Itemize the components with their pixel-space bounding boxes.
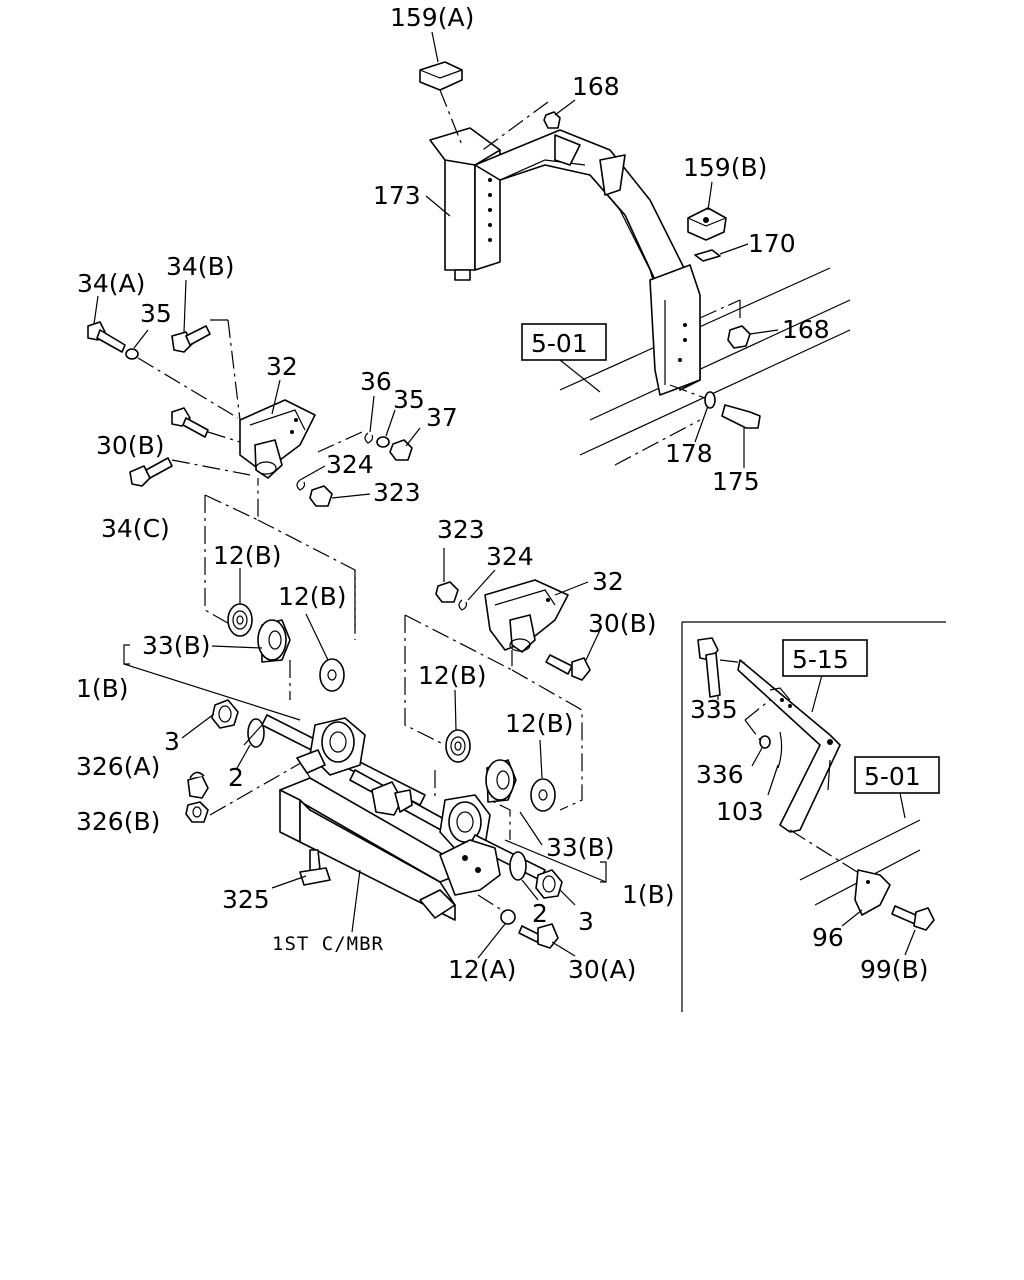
label-33b-1: 33(B) xyxy=(142,631,210,660)
inset-panel xyxy=(681,621,946,1012)
cap-nut-326a-icon xyxy=(187,771,209,799)
label-336: 336 xyxy=(696,760,744,789)
nut-3a-icon xyxy=(211,699,239,729)
insulator-159a-icon xyxy=(419,61,463,146)
label-99b: 99(B) xyxy=(860,955,928,984)
label-30b-upper: 30(B) xyxy=(96,431,164,460)
label-326a: 326(A) xyxy=(76,752,160,781)
label-178: 178 xyxy=(665,439,713,468)
label-35-right: 35 xyxy=(393,385,425,414)
bracket-32b xyxy=(484,579,569,653)
label-1b-left: 1(B) xyxy=(76,674,129,703)
bolt-34b-icon xyxy=(171,319,241,421)
label-12b-3: 12(B) xyxy=(418,661,486,690)
rubber-33b-2-icon xyxy=(485,759,517,803)
label-12b-4: 12(B) xyxy=(505,709,573,738)
bracket-32a xyxy=(239,399,316,479)
label-30b-lower: 30(B) xyxy=(588,609,656,638)
plate-170-icon xyxy=(694,249,721,262)
label-159b: 159(B) xyxy=(683,153,767,182)
label-325: 325 xyxy=(222,885,270,914)
washer-12b-1-icon xyxy=(227,603,253,637)
washer-2b-icon xyxy=(509,851,527,881)
label-1b-right: 1(B) xyxy=(622,880,675,909)
label-2-right: 2 xyxy=(532,899,548,928)
leader-lines xyxy=(93,31,916,959)
label-1st-c-mbr: 1ST C/MBR xyxy=(272,933,384,955)
clip-324b-icon xyxy=(458,599,468,611)
ref-5-01-inset[interactable]: 5-01 xyxy=(864,762,921,791)
label-35-left: 35 xyxy=(140,299,172,328)
label-34c: 34(C) xyxy=(101,514,170,543)
label-36: 36 xyxy=(360,367,392,396)
bolt-34a-icon xyxy=(87,321,126,353)
bolt-30b-lower-icon xyxy=(545,654,591,681)
nut-323b-icon xyxy=(435,581,459,603)
label-3-left: 3 xyxy=(164,727,180,756)
bracket-lower-mount xyxy=(439,839,501,896)
label-30a: 30(A) xyxy=(568,955,636,984)
label-324-lower: 324 xyxy=(486,542,534,571)
label-2-left: 2 xyxy=(228,763,244,792)
bolt-34c-icon xyxy=(129,457,251,487)
nut-323a-icon xyxy=(309,485,333,507)
insulator-159b-icon xyxy=(687,207,727,241)
ref-box-5-01-top[interactable] xyxy=(521,323,607,361)
ref-5-15[interactable]: 5-15 xyxy=(792,645,849,674)
ref-5-01-top[interactable]: 5-01 xyxy=(531,329,588,358)
rubber-33b-1-icon xyxy=(257,619,291,663)
washer-35b-icon xyxy=(376,436,390,448)
clip-324a-icon xyxy=(296,479,306,491)
label-323-lower: 323 xyxy=(437,515,485,544)
label-323-upper: 323 xyxy=(373,478,421,507)
label-173: 173 xyxy=(373,181,421,210)
washer-12b-3-icon xyxy=(445,729,471,763)
washer-35a-icon xyxy=(125,348,239,419)
frame-crossmember-173 xyxy=(429,127,851,466)
label-33b-2: 33(B) xyxy=(546,833,614,862)
label-168-right: 168 xyxy=(782,315,830,344)
label-32-upper: 32 xyxy=(266,352,298,381)
label-324-upper: 324 xyxy=(326,450,374,479)
label-170: 170 xyxy=(748,229,796,258)
washer-2a-icon xyxy=(243,718,265,748)
bolt-325-icon xyxy=(299,849,331,886)
label-12a: 12(A) xyxy=(448,955,516,984)
label-3-right: 3 xyxy=(578,907,594,936)
washer-12b-4-icon xyxy=(530,778,556,812)
nut-326b-icon xyxy=(185,759,307,823)
bolt-30a-icon xyxy=(518,923,559,949)
washer-12a-icon xyxy=(477,894,516,925)
nut-168b-icon xyxy=(699,299,751,349)
label-34a: 34(A) xyxy=(77,269,145,298)
label-103: 103 xyxy=(716,797,764,826)
label-175: 175 xyxy=(712,467,760,496)
label-37: 37 xyxy=(426,403,458,432)
label-159a: 159(A) xyxy=(390,3,474,32)
bolt-30b-upper-icon xyxy=(171,407,241,443)
washer-178-icon xyxy=(704,391,716,409)
part-labels: 159(A) 168 159(B) 173 170 168 178 175 34… xyxy=(76,3,928,984)
ref-box-5-15[interactable] xyxy=(782,639,868,677)
washer-12b-2-icon xyxy=(319,658,345,692)
label-168-top: 168 xyxy=(572,72,620,101)
label-12b-1: 12(B) xyxy=(213,541,281,570)
nut-168a-icon xyxy=(479,101,561,153)
label-12b-2: 12(B) xyxy=(278,582,346,611)
ref-box-5-01-inset[interactable] xyxy=(854,756,940,794)
label-32-lower: 32 xyxy=(592,567,624,596)
clip-36-icon xyxy=(364,432,374,444)
bolt-175-icon xyxy=(669,384,761,429)
label-326b: 326(B) xyxy=(76,807,160,836)
label-34b: 34(B) xyxy=(166,252,234,281)
label-335: 335 xyxy=(690,695,738,724)
label-96: 96 xyxy=(812,923,844,952)
nut-3b-icon xyxy=(535,869,563,899)
